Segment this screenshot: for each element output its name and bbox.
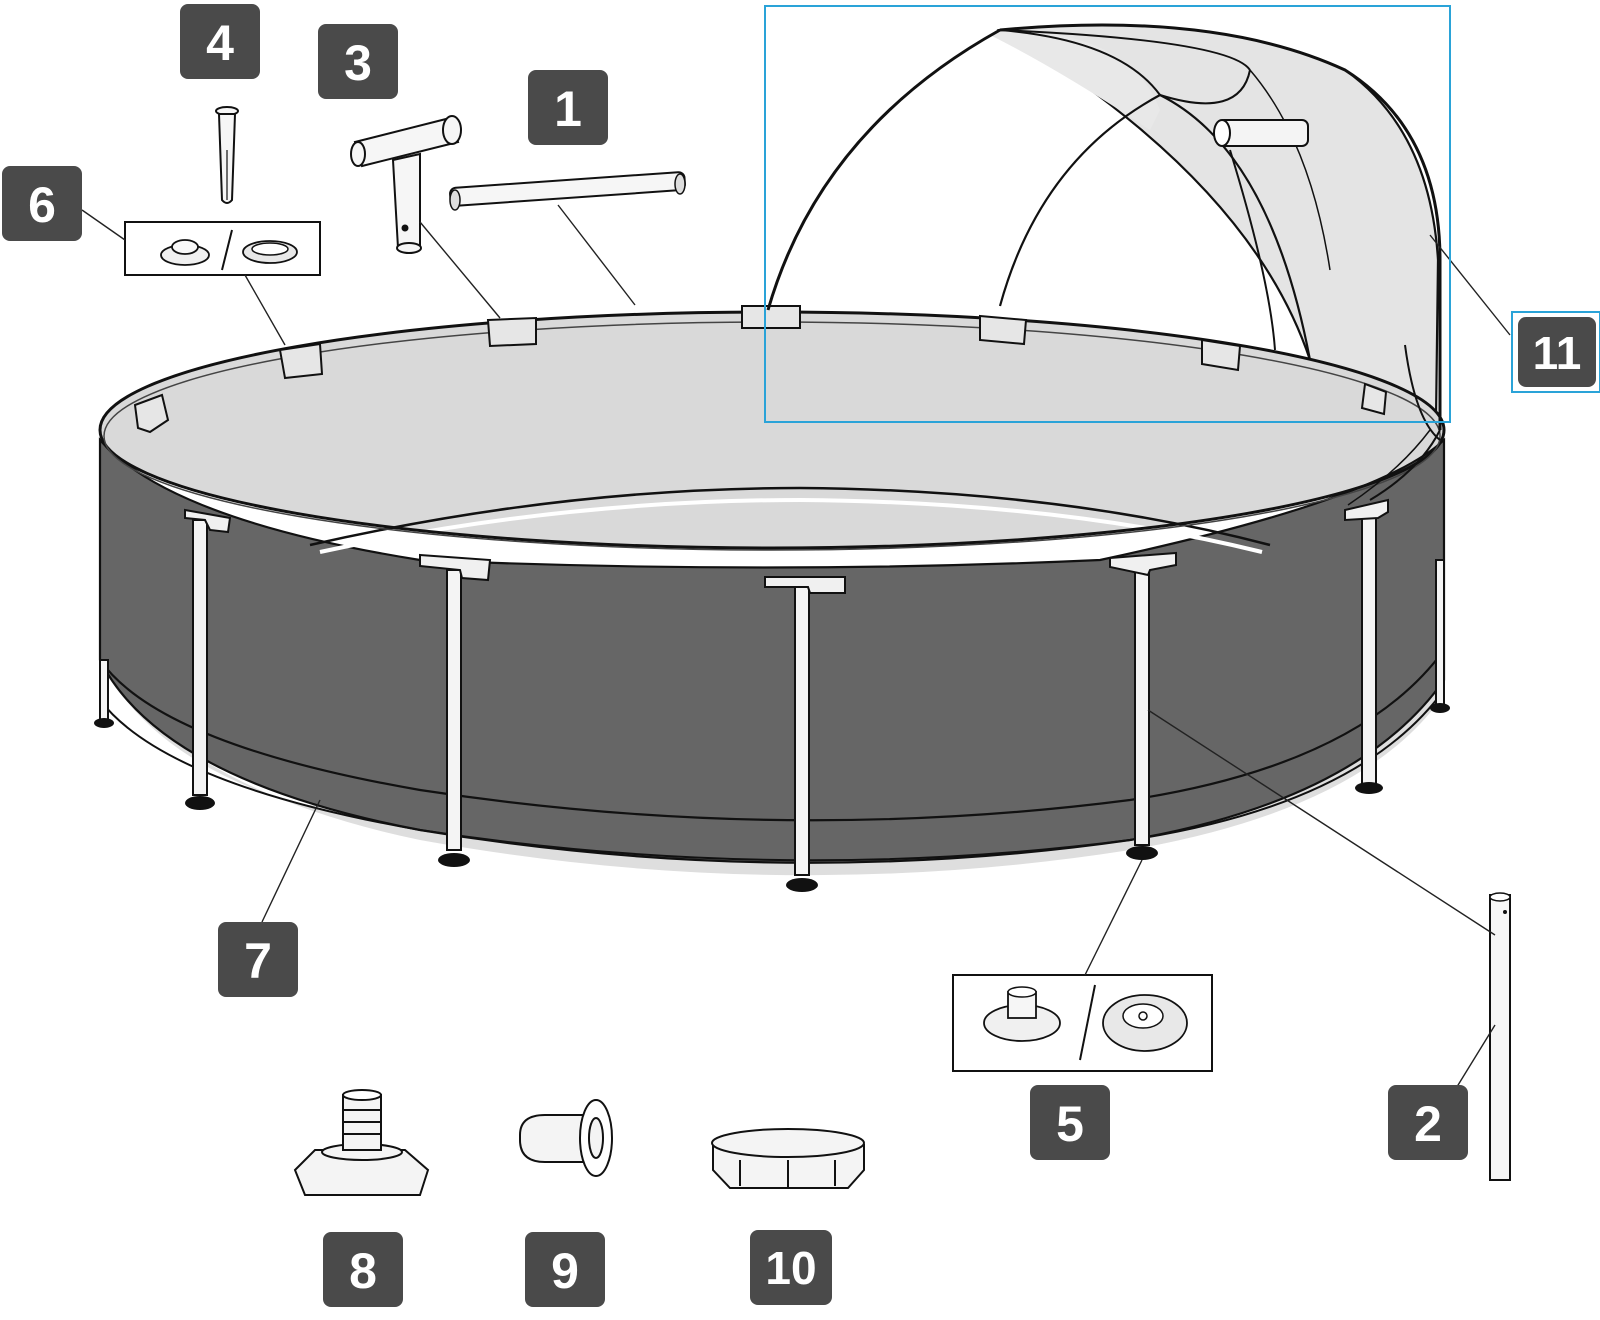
sun-canopy [766, 23, 1442, 506]
badge-6: 6 [2, 166, 82, 241]
badge-9: 9 [525, 1232, 605, 1307]
pin-icon [215, 106, 239, 204]
leg-cap-icon [952, 974, 1213, 1072]
badge-5: 5 [1030, 1085, 1110, 1160]
badge-2: 2 [1388, 1085, 1468, 1160]
badge-4: 4 [180, 4, 260, 79]
badge-8: 8 [323, 1232, 403, 1307]
badge-label: 4 [206, 15, 234, 71]
badge-label: 9 [551, 1243, 579, 1299]
badge-label: 6 [28, 177, 56, 233]
hose-adapter-icon [293, 1089, 430, 1196]
inner-wall-lip [309, 486, 1271, 547]
badge-label: 5 [1056, 1096, 1084, 1152]
badge-label: 8 [349, 1243, 377, 1299]
badge-3: 3 [318, 24, 398, 99]
front-legs [99, 514, 1445, 876]
vertical-leg-icon [1489, 892, 1511, 1181]
badge-11: 11 [1518, 317, 1596, 387]
pool-floor [100, 312, 1444, 548]
plug-icon [519, 1099, 613, 1177]
badge-1: 1 [528, 70, 608, 145]
badge-label: 11 [1533, 327, 1582, 379]
joint-cap-icon [124, 221, 321, 276]
back-joints [133, 305, 1388, 434]
badge-10: 10 [750, 1230, 832, 1305]
canopy-highlight-frame [764, 5, 1451, 423]
pool-band [99, 649, 1445, 822]
drain-cap-icon [711, 1128, 865, 1189]
badge-11-highlight-frame [1511, 311, 1600, 393]
badge-label: 7 [244, 933, 272, 989]
t-connector-icon [350, 115, 462, 254]
badge-label: 1 [554, 81, 582, 137]
top-rail-icon [449, 171, 686, 211]
pool-assembly [94, 23, 1450, 892]
front-joints [184, 498, 1389, 594]
badge-7: 7 [218, 922, 298, 997]
badge-label: 10 [765, 1242, 816, 1294]
badge-label: 2 [1414, 1096, 1442, 1152]
leader-lines [81, 204, 1511, 1091]
leg-caps [94, 703, 1450, 892]
badge-label: 3 [344, 35, 372, 91]
